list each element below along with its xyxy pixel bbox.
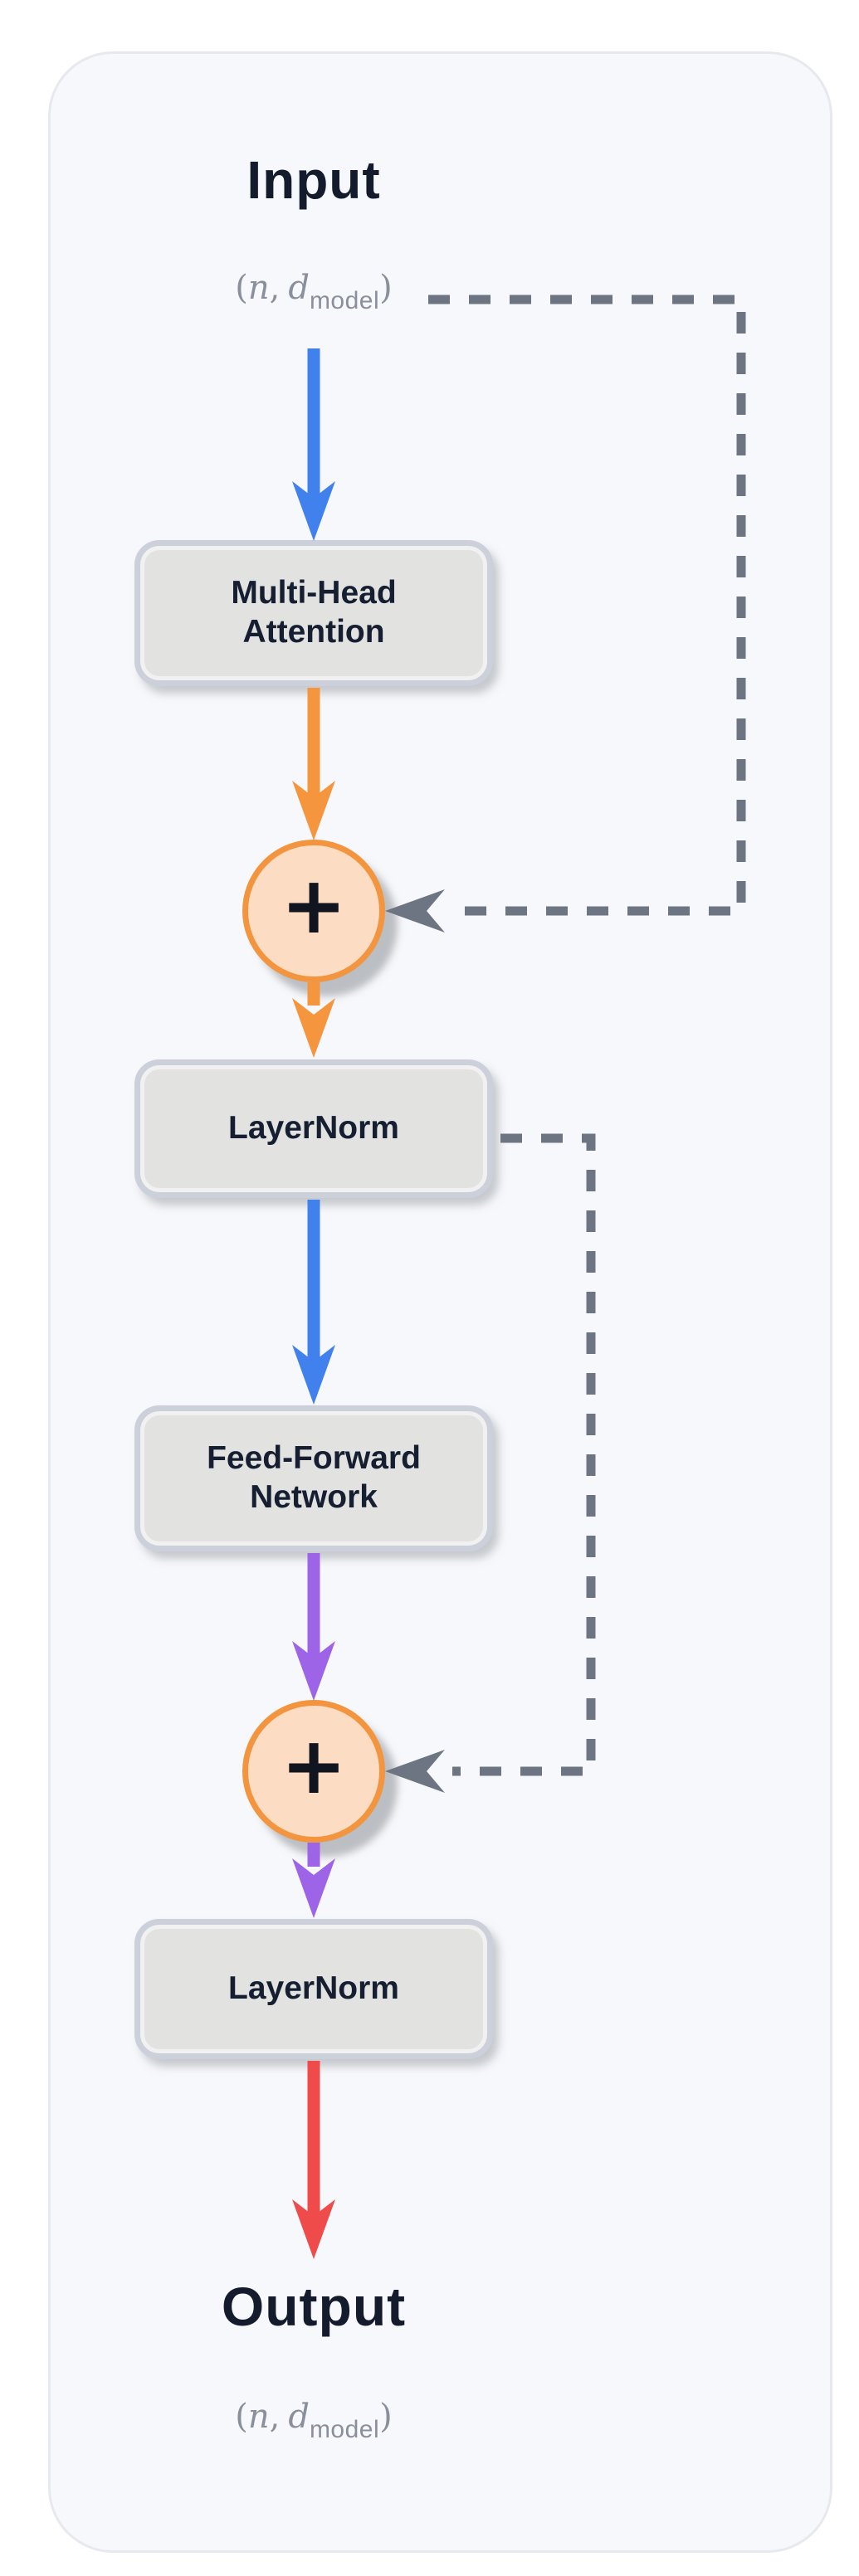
paren-close: ) [379,269,393,307]
output-shape-annotation: (n,dmodel) [106,2398,521,2444]
node-layernorm-2: LayerNorm [134,1919,493,2059]
subscript-model: model [309,287,380,314]
var-n: n [247,2398,270,2436]
comma: , [269,2398,281,2436]
input-label: Input [246,150,381,210]
var-d: d [288,2398,310,2436]
output-label: Output [221,2276,407,2337]
subscript-model: model [309,2416,380,2443]
node-label: Multi-Head Attention [231,575,397,650]
input-shape-annotation: (n,dmodel) [106,269,521,315]
plus-icon: + [281,859,347,952]
node-multi-head-attention: Multi-Head Attention [134,540,493,686]
node-layernorm-1: LayerNorm [134,1059,493,1198]
residual-add-circle-2: + [242,1700,385,1843]
node-feed-forward-network: Feed-Forward Network [134,1405,493,1551]
node-label: Feed-Forward Network [207,1440,421,1515]
residual-add-circle-1: + [242,840,385,982]
diagram-card [48,51,832,2553]
node-label: LayerNorm [228,1970,399,2007]
paren-close: ) [379,2398,393,2436]
paren-open: ( [235,269,248,307]
var-d: d [288,269,310,307]
paren-open: ( [235,2398,248,2436]
comma: , [269,269,281,307]
var-n: n [247,269,270,307]
node-label: LayerNorm [228,1110,399,1147]
plus-icon: + [281,1720,347,1812]
